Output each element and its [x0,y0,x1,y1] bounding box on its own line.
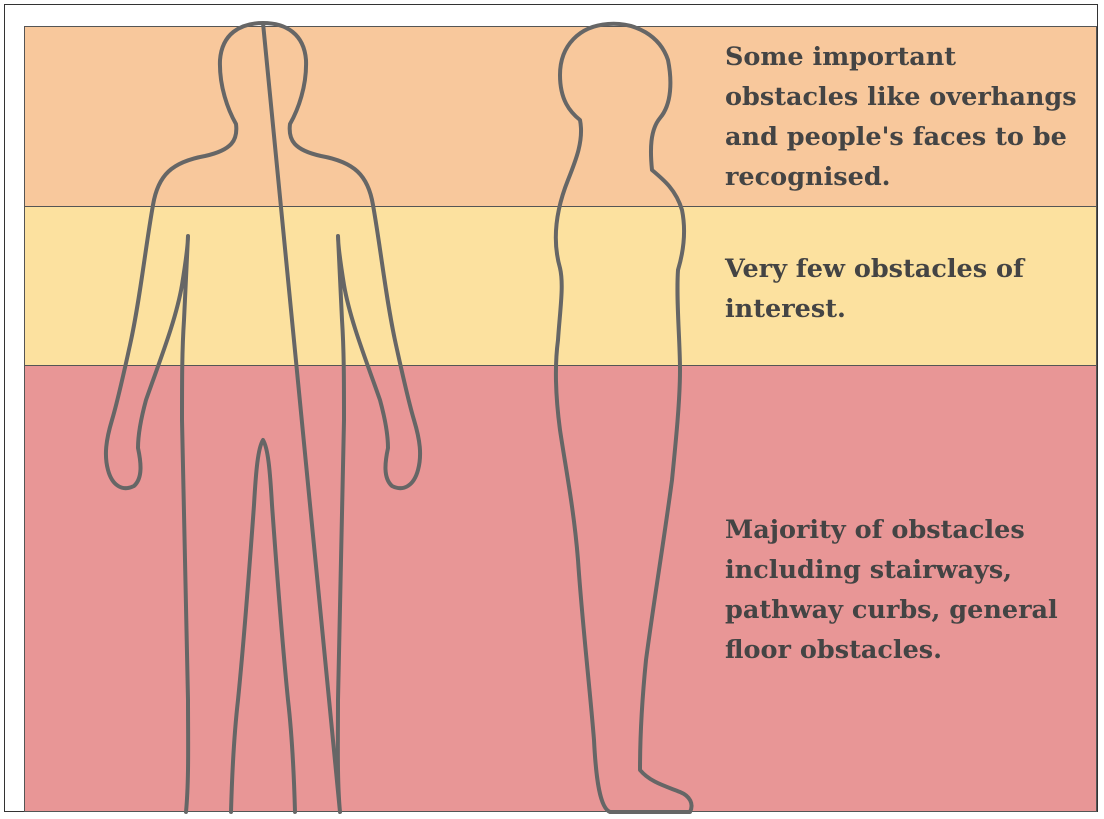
zone-middle-label: Very few obstacles of interest. [725,249,1085,329]
zone-bottom-label: Majority of obstacles including stairway… [725,510,1085,670]
side-body-outline [556,24,692,812]
front-body-outline [106,23,420,812]
zone-top-label: Some important obstacles like overhangs … [725,37,1085,197]
